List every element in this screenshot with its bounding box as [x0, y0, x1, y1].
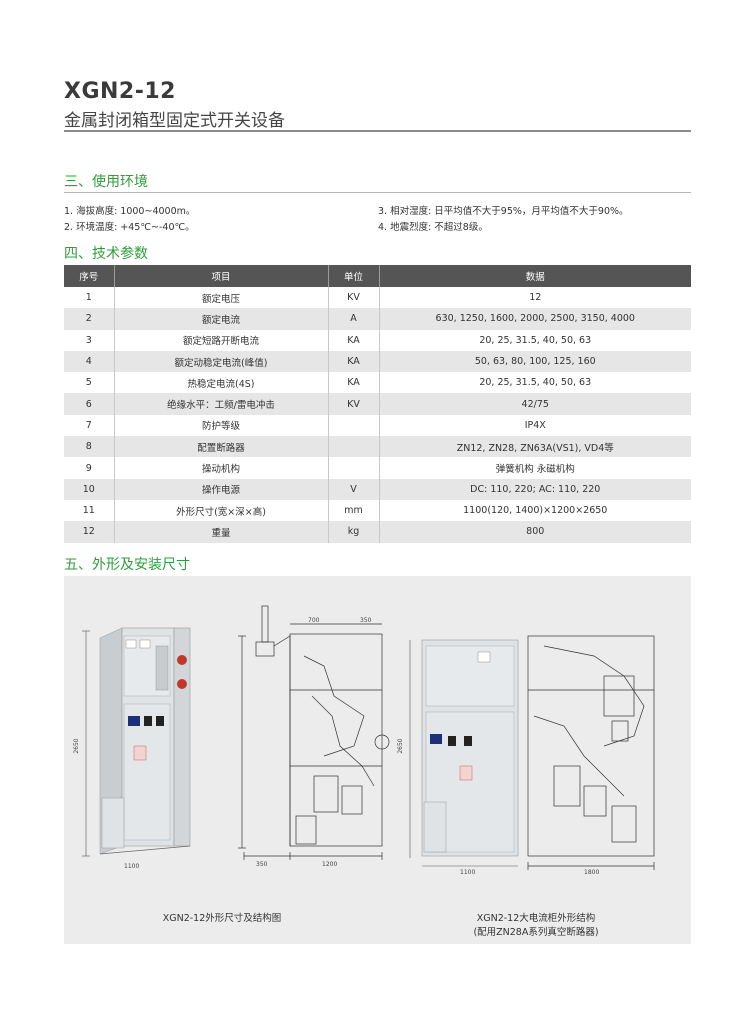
cell-item: 额定电压: [114, 287, 329, 309]
cell-no: 10: [64, 478, 115, 500]
cabinet-section-drawing-right: [527, 635, 655, 870]
dim-width-left: 1100: [124, 863, 139, 870]
cell-no: 4: [64, 350, 115, 373]
cell-item: 重量: [114, 521, 329, 543]
cell-data: IP4X: [379, 414, 691, 437]
cell-data: 1100(120, 1400)×1200×2650: [379, 499, 691, 522]
dim-depth-right: 1800: [584, 869, 599, 876]
cell-item: 操作电源: [114, 478, 329, 500]
cell-data: 12: [379, 287, 691, 309]
cell-unit: KA: [328, 350, 380, 373]
caption-left: XGN2-12外形尺寸及结构图: [162, 913, 282, 924]
cell-no: 9: [64, 457, 115, 479]
caption-right-line2: (配用ZN28A系列真空断路器): [473, 927, 599, 938]
cell-unit: [328, 457, 380, 479]
drawings-panel: 2650 1100: [64, 576, 691, 944]
cell-data: 42/75: [379, 393, 691, 415]
cell-no: 3: [64, 329, 115, 351]
cell-item: 操动机构: [114, 457, 329, 479]
cell-item: 防护等级: [114, 414, 329, 437]
cell-item: 热稳定电流(4S): [114, 372, 329, 394]
cabinet-section-drawing-left: [238, 605, 390, 860]
cell-data: DC: 110, 220; AC: 110, 220: [379, 478, 691, 500]
cell-data: 20, 25, 31.5, 40, 50, 63: [379, 372, 691, 394]
dim-height-right: 2650: [397, 738, 404, 753]
table-header-row: 序号 项目 单位 数据: [64, 265, 691, 287]
cell-item: 额定动稳定电流(峰值): [114, 350, 329, 373]
cabinet-photo-left: 2650 1100: [73, 627, 191, 870]
cell-item: 绝缘水平：工频/雷电冲击: [114, 393, 329, 415]
cell-no: 8: [64, 436, 115, 458]
drawings-canvas: 2650 1100: [73, 605, 655, 876]
cell-unit: KA: [328, 329, 380, 351]
dim-top-a: 700: [308, 617, 320, 624]
dim-width-right: 1100: [460, 869, 475, 876]
dim-bottom-b: 1200: [322, 861, 337, 868]
cell-no: 2: [64, 308, 115, 330]
cell-unit: [328, 436, 380, 458]
cell-data: 弹簧机构 永磁机构: [379, 457, 691, 479]
cell-unit: KV: [328, 287, 380, 309]
cell-data: 50, 63, 80, 100, 125, 160: [379, 350, 691, 373]
dim-height-left: 2650: [73, 738, 80, 753]
caption-right-line1: XGN2-12大电流柜外形结构: [476, 913, 596, 924]
cell-item: 额定短路开断电流: [114, 329, 329, 351]
section-environment-title: 三、使用环境: [64, 174, 148, 190]
section-specs-title: 四、技术参数: [64, 246, 148, 262]
cell-no: 1: [64, 287, 115, 309]
cell-item: 额定电流: [114, 308, 329, 330]
cell-no: 12: [64, 521, 115, 543]
col-header-item: 项目: [114, 265, 329, 287]
product-model: XGN2-12: [64, 79, 176, 104]
col-header-no: 序号: [64, 265, 115, 287]
env-item-altitude: 1. 海拔高度: 1000~4000m。: [64, 206, 196, 217]
cell-unit: V: [328, 478, 380, 500]
cell-no: 5: [64, 372, 115, 394]
env-item-seismic: 4. 地震烈度: 不超过8级。: [378, 222, 488, 233]
cell-unit: [328, 414, 380, 437]
product-name: 金属封闭箱型固定式开关设备: [64, 111, 285, 131]
section-dimensions-title: 五、外形及安装尺寸: [64, 557, 190, 573]
dim-top-b: 350: [360, 617, 372, 624]
cell-item: 外形尺寸(宽×深×高): [114, 499, 329, 522]
cell-unit: A: [328, 308, 380, 330]
cell-unit: mm: [328, 499, 380, 522]
cell-unit: KA: [328, 372, 380, 394]
cell-item: 配置断路器: [114, 436, 329, 458]
cell-no: 11: [64, 499, 115, 522]
section-divider: [64, 192, 691, 193]
title-divider: [64, 130, 691, 132]
cell-no: 7: [64, 414, 115, 437]
col-header-unit: 单位: [328, 265, 380, 287]
cabinet-photo-right: 2650 1100: [397, 639, 519, 876]
cell-unit: kg: [328, 521, 380, 543]
env-item-humidity: 3. 相对湿度: 日平均值不大于95%，月平均值不大于90%。: [378, 206, 629, 217]
cell-no: 6: [64, 393, 115, 415]
env-item-temperature: 2. 环境温度: +45℃~-40℃。: [64, 222, 195, 233]
cell-data: 630, 1250, 1600, 2000, 2500, 3150, 4000: [379, 308, 691, 330]
cell-data: 20, 25, 31.5, 40, 50, 63: [379, 329, 691, 351]
cell-data: 800: [379, 521, 691, 543]
dim-bottom-a: 350: [256, 861, 268, 868]
cell-data: ZN12, ZN28, ZN63A(VS1), VD4等: [379, 436, 691, 458]
cell-unit: KV: [328, 393, 380, 415]
col-header-data: 数据: [379, 265, 691, 287]
